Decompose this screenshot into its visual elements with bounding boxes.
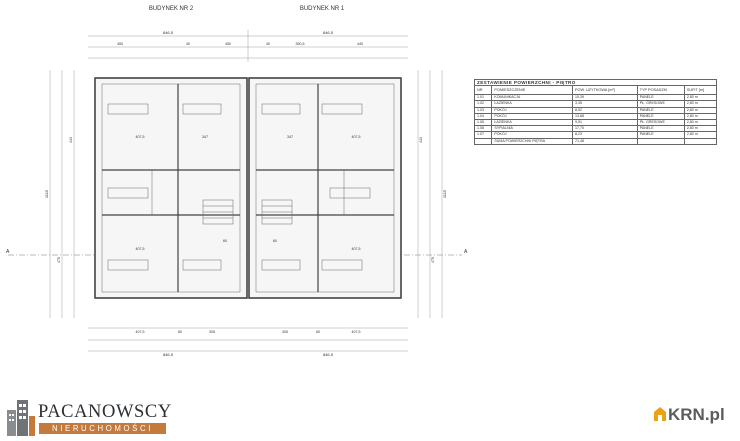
dim-right: 475 (431, 257, 435, 263)
table-cell (636, 137, 685, 145)
room-dim: 347 (287, 135, 293, 139)
building-1-walls (248, 77, 402, 299)
table-cell: 2,80 m (683, 112, 718, 121)
dim-right: 443 (419, 137, 423, 143)
room-dim: 407,5 (136, 247, 145, 251)
left-dimensions: 1115 475 443 (44, 70, 75, 318)
room-dimensions: 407,5 407,5 407,5 407,5 347 347 60 60 (136, 135, 361, 251)
table-cell (683, 137, 718, 145)
dim-top-sub: 450 (117, 42, 123, 46)
dim-bottom-total-right: 846,5 (323, 352, 334, 357)
dim-bottom-sub: 407,5 (136, 330, 145, 334)
building-2-walls (94, 77, 248, 299)
dim-bottom-total-left: 846,5 (163, 352, 174, 357)
portal-logo[interactable]: KRN.pl (653, 405, 725, 429)
table-title: ZESTAWIENIE POWIERZCHNI - PIĘTRO (474, 78, 717, 87)
dim-bottom-sub: 305 (209, 330, 215, 334)
area-summary-table: ZESTAWIENIE POWIERZCHNI - PIĘTRO NR POMI… (473, 78, 718, 145)
dim-bottom-sub: 407,5 (352, 330, 361, 334)
agency-name: PACANOWSCY (38, 402, 172, 422)
room-dim: 347 (202, 135, 208, 139)
agency-logo: PACANOWSCY NIERUCHOMOŚCI (6, 398, 171, 438)
building-1-title: BUDYNEK NR 1 (300, 6, 345, 12)
dim-bottom-sub: 60 (316, 330, 320, 334)
sum-label: SUMA POWIERZCHNI PIĘTRA (491, 137, 573, 145)
col-header: POW. UŻYTKOWA [m²] (571, 85, 638, 96)
dim-top-total-right: 846,5 (323, 30, 334, 35)
section-mark-right: A (464, 249, 468, 255)
building-2-title: BUDYNEK NR 2 (149, 6, 194, 12)
bottom-dimensions: 407,5 60 305 305 60 407,5 846,5 846,5 (88, 327, 408, 357)
area-summary-table-container: ZESTAWIENIE POWIERZCHNI - PIĘTRO NR POMI… (473, 78, 718, 145)
dim-top-total-left: 846,5 (163, 30, 174, 35)
sum-value: 71,48 (571, 137, 638, 145)
dim-bottom-sub: 305 (282, 330, 288, 334)
agency-subtitle: NIERUCHOMOŚCI (39, 423, 166, 434)
dim-left: 475 (57, 257, 61, 263)
table-cell: 1.07 (473, 131, 493, 139)
col-header: POMIESZCZENIE (491, 85, 573, 96)
dim-top-sub: 450 (225, 42, 231, 46)
table-cell: 2,80 m (683, 100, 718, 108)
top-dimensions: 846,5 846,5 450 40 450 40 350,5 440 (88, 30, 408, 62)
table-cell: 1.01 (473, 94, 493, 102)
dim-left: 1115 (44, 189, 49, 198)
col-header: SUFIT [m] (683, 85, 718, 96)
portal-name: KRN.pl (668, 405, 725, 424)
table-cell: 1.06 (473, 125, 493, 133)
room-dim: 407,5 (352, 135, 361, 139)
house-icon (654, 407, 666, 421)
col-header: NR (473, 85, 493, 96)
col-header: TYP POSADZKI (636, 85, 685, 96)
room-dim: 407,5 (352, 247, 361, 251)
dim-top-sub: 40 (186, 42, 190, 46)
table-header-row: NR POMIESZCZENIE POW. UŻYTKOWA [m²] TYP … (473, 85, 718, 96)
table-cell: 2,80 m (683, 106, 718, 114)
section-mark-left: A (6, 249, 10, 255)
room-dim: 60 (223, 239, 227, 243)
building-logo-icon (7, 400, 35, 436)
room-dim: 60 (273, 239, 277, 243)
table-cell (473, 137, 493, 145)
dim-top-sub: 350,5 (296, 42, 305, 46)
dim-top-sub: 40 (266, 42, 270, 46)
dim-top-sub: 440 (357, 42, 363, 46)
table-cell: 1.02 (473, 100, 493, 108)
dim-right: 1115 (442, 189, 447, 198)
table-cell: 1.03 (473, 106, 493, 114)
table-cell: 2,80 m (683, 94, 718, 102)
right-dimensions: 1115 475 443 (417, 70, 447, 318)
dim-left: 443 (69, 137, 73, 143)
table-cell: 1.05 (473, 118, 493, 127)
room-dim: 407,5 (136, 135, 145, 139)
table-cell: 2,80 m (683, 118, 718, 127)
dim-bottom-sub: 60 (178, 330, 182, 334)
table-cell: 1.04 (473, 112, 493, 121)
